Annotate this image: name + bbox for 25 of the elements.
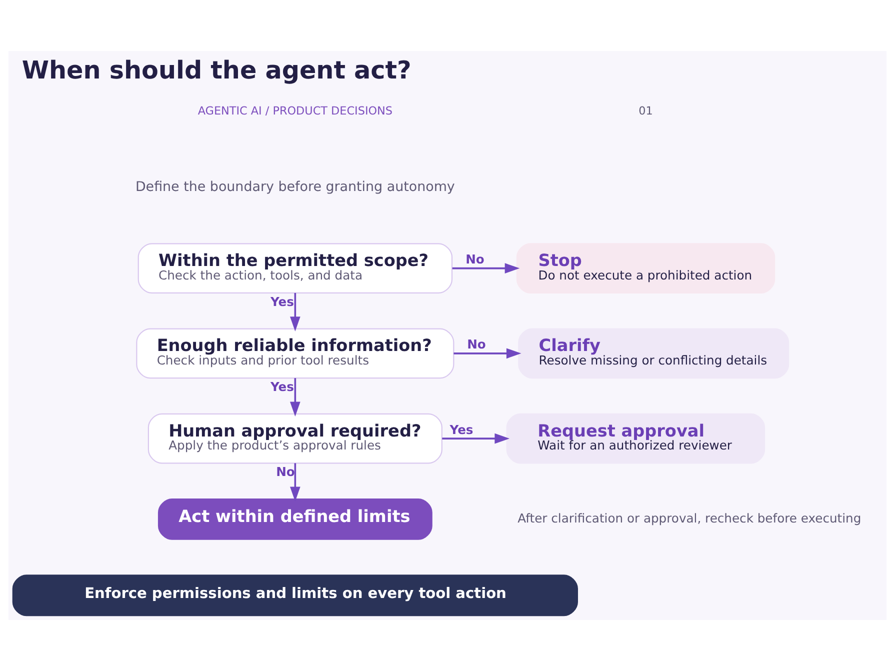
arrow	[290, 292, 300, 332]
label: Define the boundary before granting autonomy	[135, 180, 455, 196]
edge-label: Yes	[270, 380, 294, 394]
node-box: Request approval Wait for an authorized reviewer	[506, 413, 766, 464]
arrow	[290, 463, 300, 502]
arrow	[452, 263, 520, 274]
arrow	[454, 348, 522, 359]
label: After clarification or approval, recheck before executing	[518, 511, 862, 526]
node-box: Stop Do not execute a prohibited action	[516, 243, 776, 294]
edge-label: No	[467, 338, 486, 352]
node-box: Enough reliable information? Check inputs and prior tool results	[136, 328, 454, 379]
arrow	[290, 378, 300, 417]
node-box: Clarify Resolve missing or conflicting details	[518, 328, 790, 379]
label: AGENTIC AI / PRODUCT DECISIONS	[198, 104, 393, 118]
node-box: Enforce permissions and limits on every tool action	[12, 574, 578, 616]
edge-label: Yes	[270, 295, 294, 310]
node-box: Human approval required? Apply the product’s approval rules	[148, 413, 442, 464]
node-box: Within the permitted scope? Check the action, tools, and data	[138, 243, 453, 294]
label: 01	[638, 104, 653, 118]
edge-label: No	[466, 252, 484, 267]
arrow	[442, 433, 510, 444]
diagram-title: When should the agent act?	[22, 56, 412, 85]
edge-label: No	[276, 464, 295, 479]
edge-label: Yes	[450, 422, 474, 437]
node-box: Act within defined limits	[158, 498, 432, 540]
